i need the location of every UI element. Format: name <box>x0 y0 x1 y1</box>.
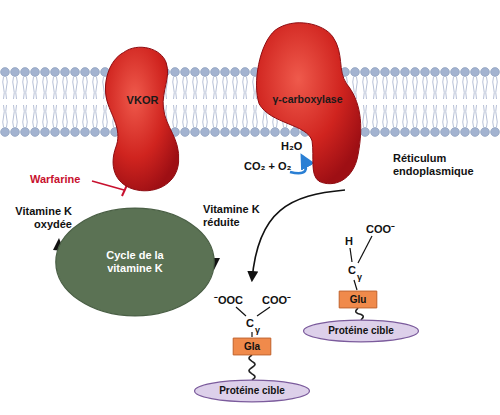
linker-line <box>356 308 363 320</box>
group-label: ⁻OOC <box>214 294 243 307</box>
atom-label: C <box>246 317 254 330</box>
node-outline <box>95 45 190 195</box>
group-label: COO⁻ <box>366 223 395 236</box>
node-label: Glu <box>339 294 377 306</box>
drug-label: Warfarine <box>30 173 80 186</box>
protein-ellipse: Protéine cible <box>194 380 310 402</box>
node-label: Cycle de la vitamine K <box>85 249 185 274</box>
residue-box: Gla <box>233 338 271 355</box>
compartment-label: Réticulum endoplasmique <box>393 152 489 178</box>
residue-box: Glu <box>339 291 377 308</box>
cycle-ellipse: Cycle de la vitamine K <box>55 207 215 317</box>
enzyme-blob: VKOR <box>95 45 190 195</box>
product-label: H₂O <box>281 140 302 153</box>
group-label: COO⁻ <box>262 294 291 307</box>
atom-subscript: γ <box>357 272 362 283</box>
linker-line <box>249 355 255 380</box>
state-label: Vitamine K oxydée <box>4 205 72 231</box>
reagent-label: CO₂ + O₂ <box>244 160 291 173</box>
node-label: Gla <box>233 341 271 353</box>
node-label: VKOR <box>95 94 190 107</box>
protein-ellipse: Protéine cible <box>303 320 419 342</box>
atom-label: H <box>345 235 353 248</box>
node-label: Protéine cible <box>194 385 310 397</box>
atom-label: C <box>348 264 356 277</box>
atom-subscript: γ <box>255 325 260 336</box>
node-label: Protéine cible <box>303 325 419 337</box>
node-label: γ-carboxylase <box>250 93 365 105</box>
state-label: Vitamine K réduite <box>203 203 269 229</box>
